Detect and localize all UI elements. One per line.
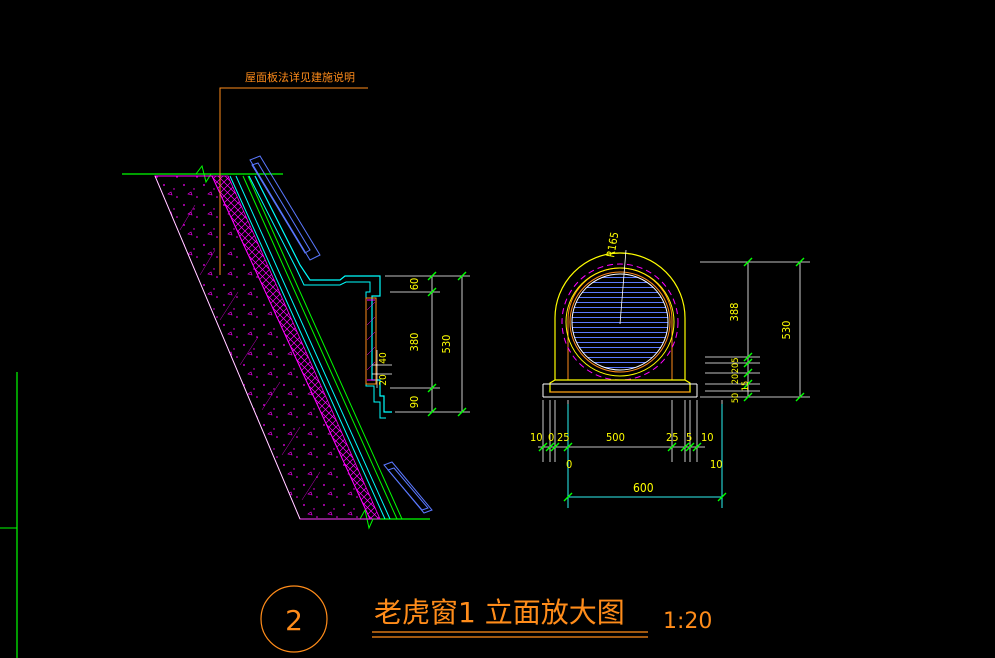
dim-r10: 10 [701,431,714,444]
note-leader [219,87,368,275]
radius-label: R165 [604,231,621,259]
dim-50: 50 [731,393,741,403]
dim-l25: 25 [557,431,570,444]
dim-r25: 25 [666,431,679,444]
dim-l0-lower: 0 [566,458,572,471]
drawing-title: 2 老虎窗1 立面放大图 1:20 [260,585,712,653]
dim-5: 5 [731,357,741,362]
dim-20b: 20 [731,374,741,384]
dim-l10: 10 [530,431,543,444]
title-text: 老虎窗1 立面放大图 [374,596,625,629]
dim-15: 15 [741,381,751,391]
dim-600: 600 [633,481,654,495]
dim-r10-lower: 10 [710,458,723,471]
dim-mid: 380 [408,333,421,352]
roof-section: 60 380 90 530 40 20 屋面板法详见建施说明 [122,70,470,530]
dim-l0: 0 [548,431,554,444]
dormer-elevation: R165 [530,231,810,508]
dim-mid500: 500 [606,431,625,444]
dim-small-a: 40 [378,352,389,364]
dim-388: 388 [728,303,741,322]
sheet-border [0,372,18,658]
title-circle [260,585,328,653]
dim-530-right: 530 [780,321,793,340]
dim-total: 530 [440,335,453,354]
dim-r5: 5 [686,431,692,444]
title-scale: 1:20 [663,609,712,634]
dim-20a: 20 [731,363,741,373]
dim-top: 60 [408,278,421,291]
note-text: 屋面板法详见建施说明 [245,70,355,84]
dim-small-b: 20 [378,374,389,386]
dim-bot: 90 [408,396,421,409]
title-number: 2 [285,604,303,637]
